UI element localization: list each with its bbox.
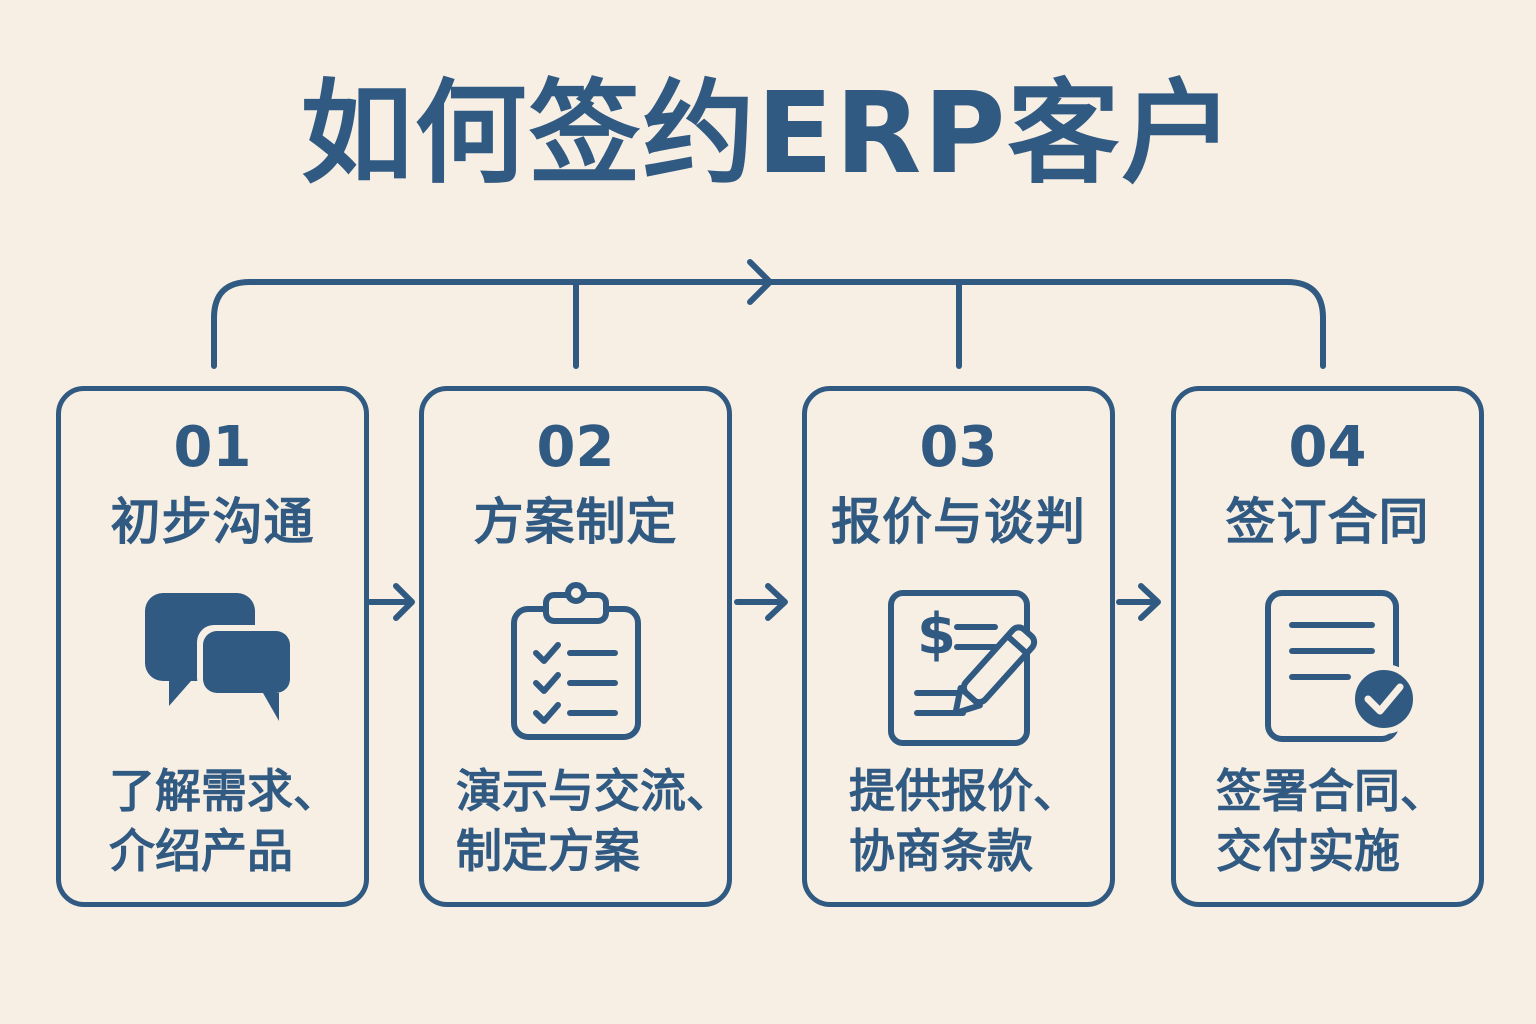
step-description: 了解需求、 介绍产品 [109, 761, 389, 881]
step-description: 签署合同、 交付实施 [1216, 761, 1496, 881]
step-title: 签订合同 [1225, 493, 1430, 551]
step-description-line: 演示与交流、 [456, 764, 732, 818]
step-description-line: 交付实施 [1216, 824, 1400, 878]
page-title: 如何签约ERP客户 [300, 69, 1236, 199]
invoice-pen-icon: $ [869, 575, 1049, 755]
step-title: 报价与谈判 [831, 493, 1086, 551]
step-card-2: 02 方案制定 演示与交流、 制定方案 [419, 386, 732, 907]
contract-check-icon [1238, 575, 1418, 755]
right-arrow-icon [1116, 583, 1161, 621]
step-description-line: 提供报价、 [849, 764, 1079, 818]
step-description-line: 签署合同、 [1216, 764, 1446, 818]
step-card-3: 03 报价与谈判 $ 提供报价、 协商条款 [802, 386, 1115, 907]
step-number: 01 [173, 415, 252, 480]
step-description-line: 介绍产品 [109, 824, 293, 878]
step-description: 演示与交流、 制定方案 [456, 761, 736, 881]
chat-bubbles-icon [123, 575, 303, 755]
step-title: 初步沟通 [110, 493, 315, 551]
step-number: 04 [1288, 415, 1367, 480]
clipboard-checklist-icon [486, 575, 666, 755]
right-arrow-icon [367, 583, 415, 621]
step-number: 02 [536, 415, 615, 480]
step-number: 03 [919, 415, 998, 480]
step-description-line: 协商条款 [849, 824, 1033, 878]
step-card-4: 04 签订合同 签署合同、 交付实施 [1171, 386, 1484, 907]
step-description: 提供报价、 协商条款 [849, 761, 1129, 881]
step-description-line: 制定方案 [456, 824, 640, 878]
step-title: 方案制定 [473, 493, 678, 551]
right-arrow-icon [734, 583, 788, 621]
step-card-1: 01 初步沟通 了解需求、 介绍产品 [56, 386, 369, 907]
svg-text:$: $ [917, 602, 956, 667]
step-description-line: 了解需求、 [109, 764, 339, 818]
